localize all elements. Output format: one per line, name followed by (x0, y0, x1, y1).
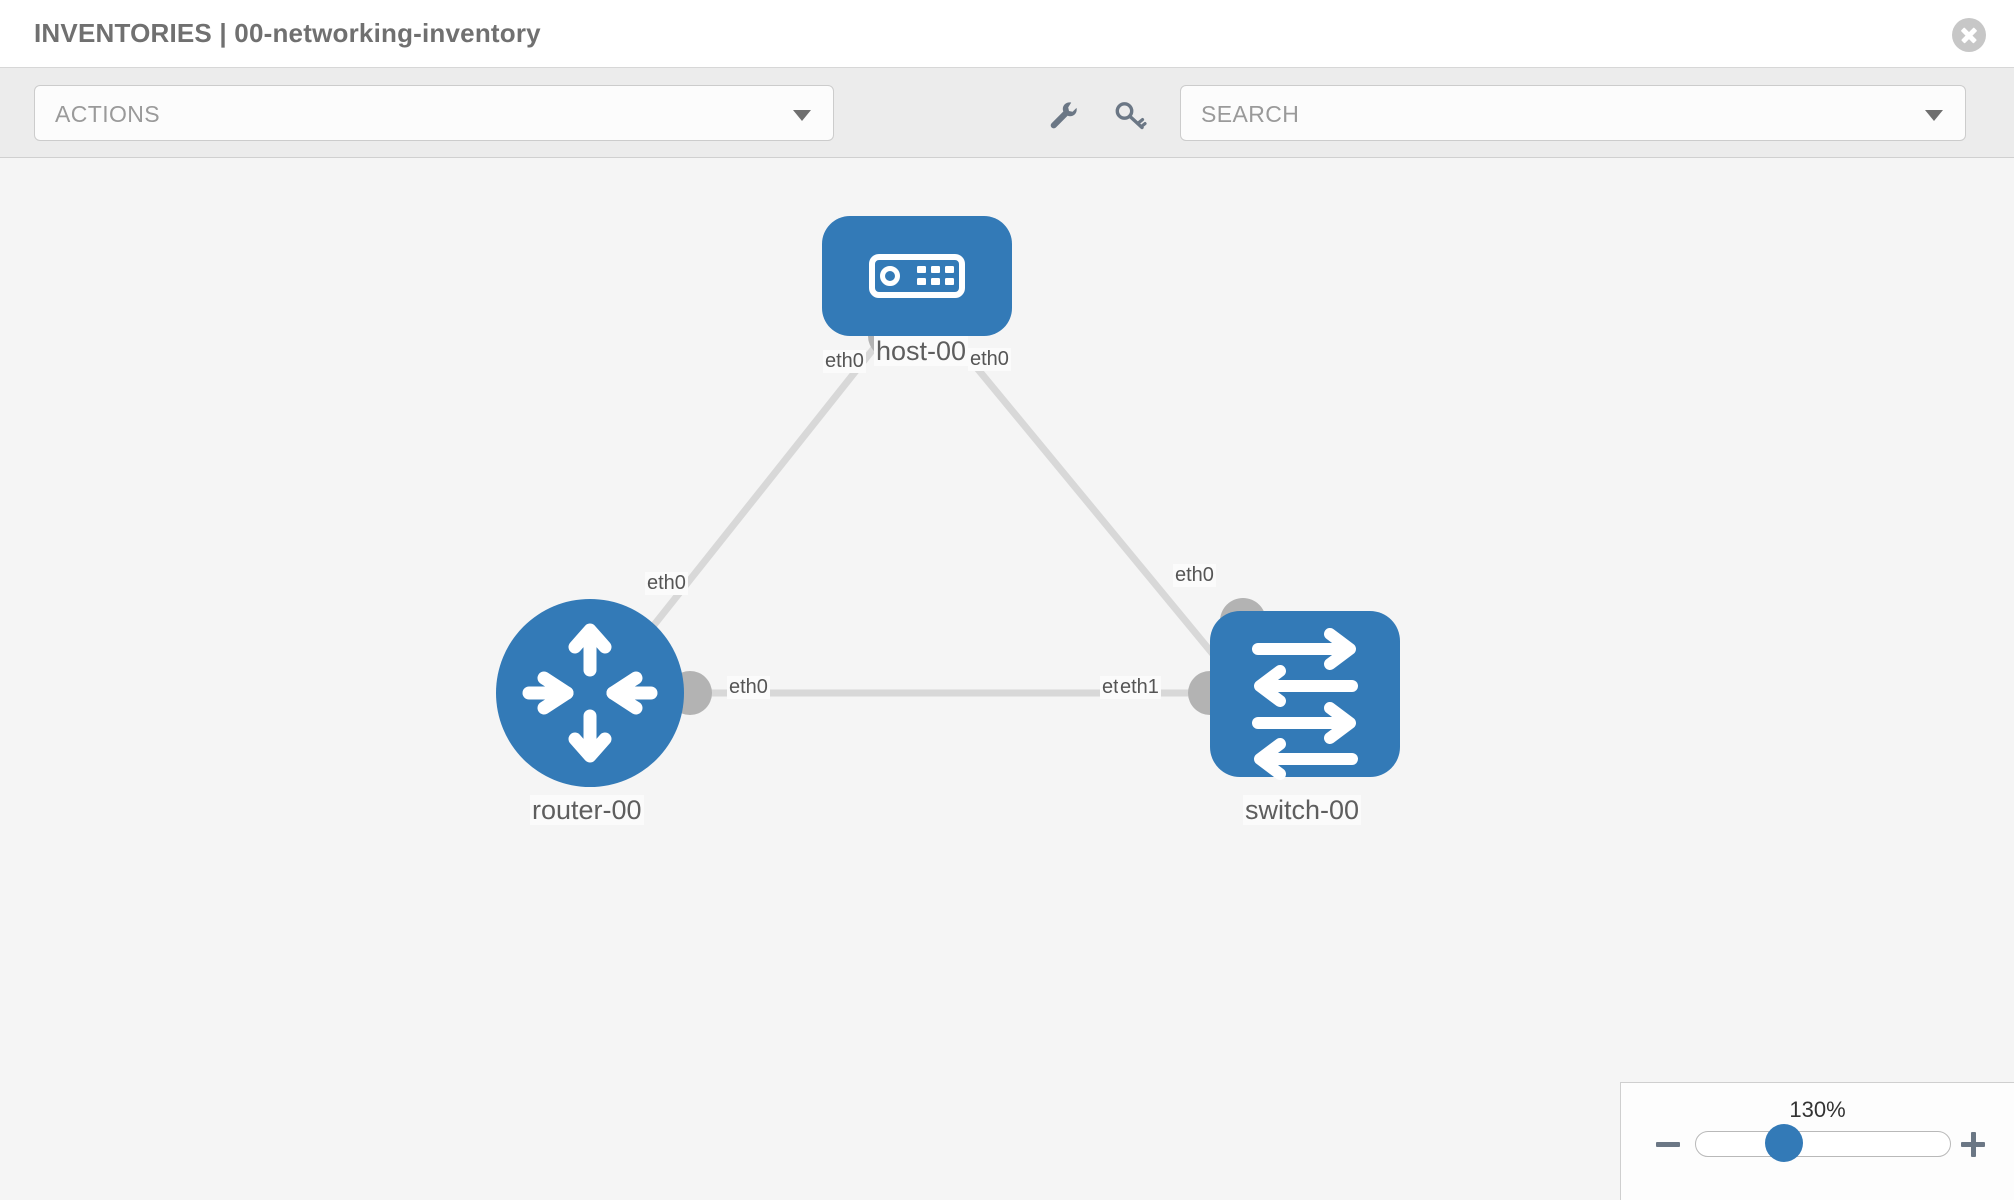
page-header: INVENTORIES | 00-networking-inventory (0, 0, 2014, 68)
zoom-slider-track[interactable] (1695, 1131, 1951, 1157)
toolbar: ACTIONS SEARCH (0, 68, 2014, 158)
search-input[interactable]: SEARCH (1180, 85, 1966, 141)
node-label-router-00: router-00 (530, 795, 644, 826)
node-router-00 (496, 599, 684, 787)
node-switch-00 (1210, 611, 1400, 780)
chevron-down-icon (1925, 110, 1943, 121)
key-icon[interactable] (1112, 98, 1148, 134)
iface-label-host00-left: eth0 (823, 350, 866, 373)
iface-label-router00-uplink: eth0 (645, 572, 688, 595)
actions-dropdown-label: ACTIONS (55, 101, 161, 127)
iface-label-switch00-uplink: eth0 (1173, 564, 1216, 587)
topology-graph (496, 216, 1400, 787)
wrench-icon[interactable] (1046, 98, 1082, 134)
topology-canvas[interactable]: host-00 router-00 switch-00 eth0 eth0 et… (0, 158, 2014, 1200)
topology-edges (597, 330, 1248, 697)
close-icon[interactable] (1952, 18, 1986, 52)
actions-dropdown[interactable]: ACTIONS (34, 85, 834, 141)
minus-icon[interactable] (1653, 1129, 1683, 1159)
iface-label-switch00-eth1: eth1 (1118, 676, 1161, 699)
iface-label-router00-eth0: eth0 (727, 676, 770, 699)
chevron-down-icon (793, 110, 811, 121)
node-label-host-00: host-00 (874, 336, 969, 367)
page-title: INVENTORIES | 00-networking-inventory (34, 18, 541, 48)
zoom-control-panel: 130% (1620, 1082, 2014, 1200)
node-label-switch-00: switch-00 (1243, 795, 1362, 826)
topology-handles (668, 314, 1266, 715)
search-placeholder-label: SEARCH (1201, 101, 1300, 127)
node-host-00 (822, 216, 1012, 336)
zoom-percent-label: 130% (1789, 1097, 1846, 1122)
iface-label-host00-right: eth0 (968, 348, 1011, 371)
edge-host00-switch00 (945, 330, 1248, 696)
zoom-slider-thumb[interactable] (1765, 1124, 1803, 1162)
plus-icon[interactable] (1958, 1129, 1988, 1159)
